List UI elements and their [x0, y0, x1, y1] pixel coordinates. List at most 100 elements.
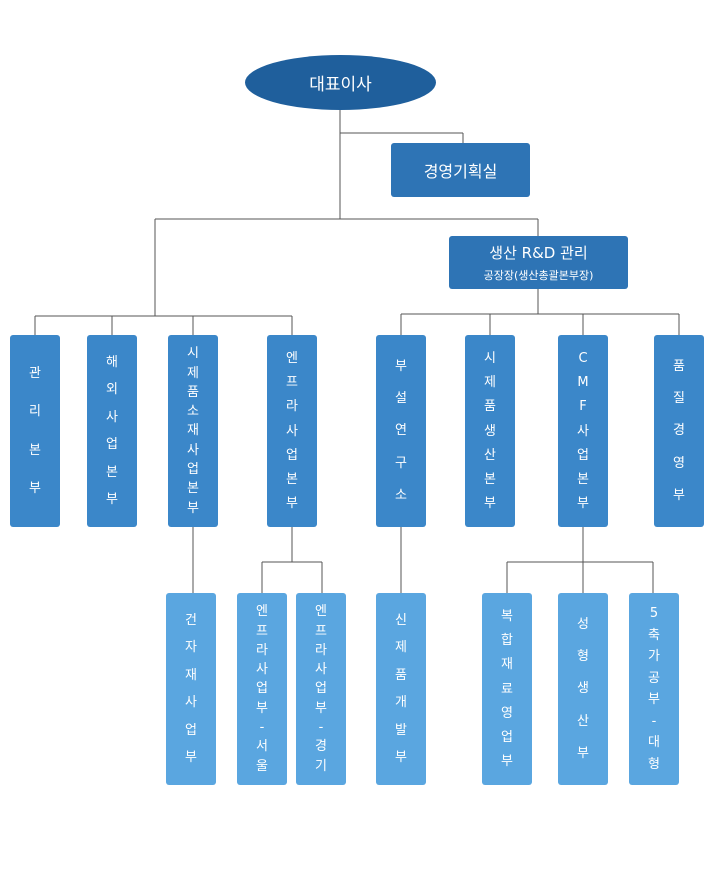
vertical-char: 라 [256, 642, 268, 658]
production-rd-subtitle: 공장장(생산총괄본부장) [483, 269, 594, 282]
vertical-char: 개 [395, 695, 407, 711]
vertical-char: 산 [577, 713, 589, 729]
vertical-char: 업 [256, 681, 268, 697]
vertical-char: 부 [673, 487, 685, 503]
vertical-char: 생 [484, 423, 496, 439]
vertical-char: 형 [577, 649, 589, 665]
vertical-char: 사 [187, 442, 199, 458]
vertical-char: 제 [395, 640, 407, 656]
vertical-char: 부 [315, 700, 327, 716]
vertical-char: 본 [286, 471, 298, 487]
vertical-char: 관 [29, 365, 41, 381]
vertical-char: F [579, 399, 587, 415]
vertical-char: 질 [673, 391, 685, 407]
vertical-char: 재 [185, 667, 197, 683]
vertical-char: 부 [185, 750, 197, 766]
vertical-char: 부 [501, 753, 513, 769]
vertical-char: 부 [256, 700, 268, 716]
planning-office-node: 경영기획실 [391, 143, 530, 197]
vertical-char: - [318, 720, 324, 736]
vertical-char: 프 [315, 623, 327, 639]
vertical-char: 엔 [315, 604, 327, 620]
vertical-char: 외 [106, 382, 118, 398]
vertical-char: 부 [29, 481, 41, 497]
vertical-char: 사 [577, 423, 589, 439]
planning-office-label: 경영기획실 [423, 162, 498, 181]
vertical-char: 엔 [286, 351, 298, 367]
vertical-char: 사 [185, 695, 197, 711]
vertical-char: 업 [501, 729, 513, 745]
vertical-char: 부 [187, 500, 199, 516]
vertical-char: 본 [187, 481, 199, 497]
vertical-char: 본 [29, 442, 41, 458]
vertical-char: 제 [484, 375, 496, 391]
vertical-char: 본 [484, 471, 496, 487]
vertical-char: 라 [315, 642, 327, 658]
vertical-char: 구 [395, 455, 407, 471]
vertical-char: 건 [185, 612, 197, 628]
vertical-char: 소 [187, 404, 199, 420]
vertical-char: 프 [286, 375, 298, 391]
vertical-char: 대 [648, 735, 660, 751]
ceo-label: 대표이사 [309, 75, 372, 95]
vertical-char: 영 [673, 455, 685, 471]
vertical-char: 사 [315, 662, 327, 678]
vertical-char: 업 [187, 462, 199, 478]
ceo-node: 대표이사 [245, 55, 436, 110]
vertical-char: 서 [256, 739, 268, 755]
vertical-char: 축 [648, 627, 660, 643]
vertical-char: 영 [501, 705, 513, 721]
vertical-char: 부 [577, 495, 589, 511]
vertical-char: 복 [501, 609, 513, 625]
vertical-char: 업 [185, 722, 197, 738]
vertical-char: 시 [484, 351, 496, 367]
vertical-char: 공 [648, 670, 660, 686]
vertical-char: 업 [286, 447, 298, 463]
vertical-char: 부 [286, 495, 298, 511]
vertical-char: 발 [395, 722, 407, 738]
vertical-char: 부 [395, 750, 407, 766]
vertical-char: 품 [395, 667, 407, 683]
vertical-char: 울 [256, 758, 268, 774]
vertical-char: - [259, 720, 265, 736]
vertical-char: 해 [106, 354, 118, 370]
vertical-char: 라 [286, 399, 298, 415]
vertical-char: 재 [501, 657, 513, 673]
vertical-char: - [651, 713, 657, 729]
vertical-char: 부 [484, 495, 496, 511]
vertical-char: M [577, 375, 589, 391]
vertical-char: 가 [648, 649, 660, 665]
vertical-char: 소 [395, 487, 407, 503]
vertical-char: 형 [648, 756, 660, 772]
vertical-char: 연 [395, 423, 407, 439]
vertical-char: 리 [29, 404, 41, 420]
vertical-char: 신 [395, 612, 407, 628]
vertical-char: 경 [673, 423, 685, 439]
vertical-char: 엔 [256, 604, 268, 620]
vertical-char: 성 [577, 617, 589, 633]
vertical-char: 품 [673, 359, 685, 375]
vertical-char: 부 [106, 492, 118, 508]
vertical-char: 업 [577, 447, 589, 463]
vertical-char: 생 [577, 681, 589, 697]
vertical-char: 설 [395, 391, 407, 407]
vertical-char: 경 [315, 739, 327, 755]
production-rd-node: 생산 R&D 관리 공장장(생산총괄본부장) [449, 236, 628, 289]
vertical-char: 5 [649, 606, 659, 622]
vertical-char: 품 [484, 399, 496, 415]
vertical-char: 사 [106, 409, 118, 425]
vertical-char: C [578, 351, 588, 367]
vertical-char: 업 [106, 437, 118, 453]
